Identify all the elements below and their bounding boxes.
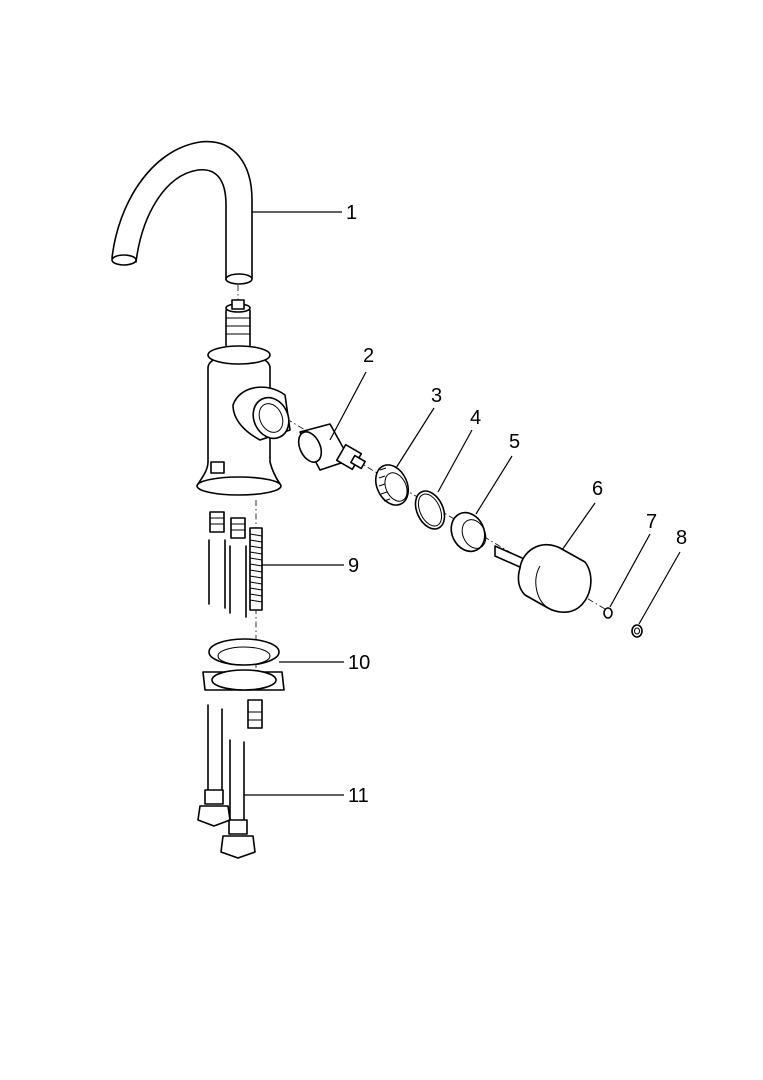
callout-3: 3 <box>431 385 442 407</box>
cartridge-part <box>297 423 366 471</box>
leader-6 <box>561 502 596 551</box>
leader-7 <box>609 533 651 608</box>
leader-lines <box>244 211 681 796</box>
callout-4: 4 <box>470 407 481 429</box>
supply-hoses-part <box>208 511 263 618</box>
leader-2 <box>329 371 367 441</box>
o-ring-part <box>414 490 446 530</box>
hose-connectors-part <box>197 704 256 859</box>
callout-6: 6 <box>592 478 603 500</box>
callout-1: 1 <box>346 202 357 224</box>
cap-part <box>631 624 643 638</box>
center-axes <box>237 285 611 690</box>
handle-part <box>494 543 592 613</box>
leader-8 <box>638 551 681 625</box>
leader-5 <box>475 455 513 515</box>
grub-screw-part <box>603 607 613 619</box>
spout-part <box>111 140 253 285</box>
callout-5: 5 <box>509 431 520 453</box>
threaded-ring-part <box>374 464 410 506</box>
leader-4 <box>437 429 473 493</box>
callout-8: 8 <box>676 527 687 549</box>
callout-7: 7 <box>646 511 657 533</box>
callout-11: 11 <box>348 785 369 807</box>
callout-9: 9 <box>348 555 359 577</box>
callout-10: 10 <box>348 652 370 674</box>
leader-3 <box>395 407 435 469</box>
callout-labels: 1 2 3 4 5 6 7 8 9 10 11 <box>346 202 687 807</box>
faucet-body-part <box>196 299 291 496</box>
callout-2: 2 <box>363 345 374 367</box>
mounting-ring-part <box>202 638 285 729</box>
cover-ring-part <box>450 511 487 553</box>
